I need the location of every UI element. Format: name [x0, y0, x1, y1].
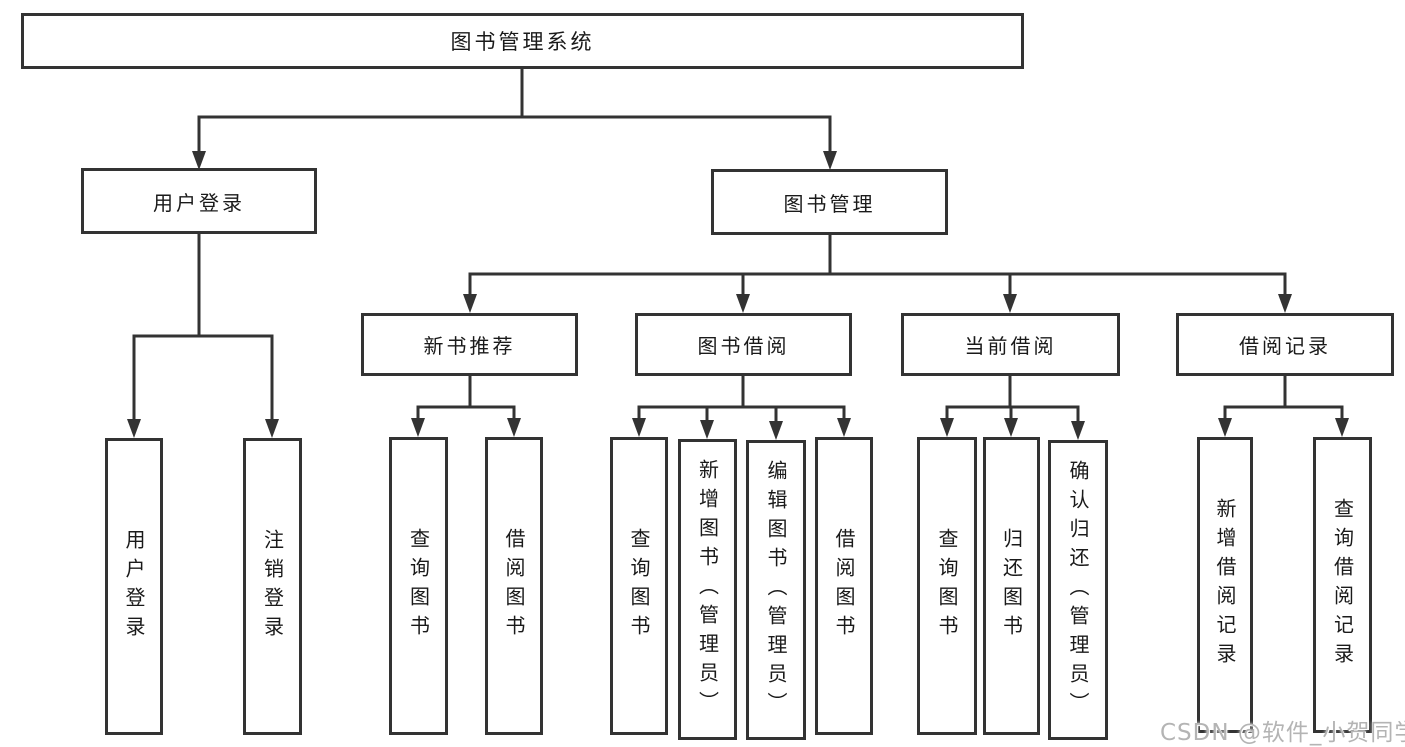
node-current-borrow-label: 当前借阅	[964, 334, 1057, 358]
node-book-borrow: 图书借阅	[635, 313, 852, 376]
connector-root-to-level1	[197, 69, 832, 155]
connector-new-book-to-leaves	[416, 376, 516, 422]
connector-user-login-to-leaves	[132, 234, 274, 423]
node-new-book-recommend-label: 新书推荐	[423, 334, 516, 358]
leaf-logout-label: 注销登录	[260, 528, 285, 645]
leaf-query-books-3-label: 查询图书	[935, 528, 959, 644]
connector-book-mgmt-to-groups	[468, 235, 1287, 298]
leaf-borrow-books-1: 借阅图书	[485, 437, 543, 735]
leaf-add-borrow-record: 新增借阅记录	[1197, 437, 1253, 733]
leaf-logout: 注销登录	[243, 438, 302, 735]
leaf-confirm-return-admin: 确认归还（管理员）	[1048, 440, 1108, 740]
leaf-query-books-1-label: 查询图书	[406, 528, 431, 644]
leaf-query-books-2-label: 查询图书	[627, 528, 651, 644]
node-book-borrow-label: 图书借阅	[697, 334, 790, 358]
leaf-add-book-admin: 新增图书（管理员）	[678, 439, 737, 740]
node-current-borrow: 当前借阅	[901, 313, 1120, 376]
node-user-login: 用户登录	[81, 168, 317, 234]
node-book-management: 图书管理	[711, 169, 948, 235]
connector-borrow-record-to-leaves	[1223, 376, 1344, 422]
connector-book-borrow-to-leaves	[637, 376, 846, 425]
leaf-return-book: 归还图书	[983, 437, 1040, 735]
node-new-book-recommend: 新书推荐	[361, 313, 578, 376]
leaf-query-borrow-record-label: 查询借阅记录	[1330, 498, 1355, 672]
leaf-borrow-books-2: 借阅图书	[815, 437, 873, 735]
connector-current-borrow-to-leaves	[945, 376, 1080, 425]
leaf-query-books-2: 查询图书	[610, 437, 668, 735]
leaf-return-book-label: 归还图书	[999, 528, 1024, 644]
leaf-query-borrow-record: 查询借阅记录	[1313, 437, 1372, 733]
leaf-query-books-3: 查询图书	[917, 437, 977, 735]
leaf-confirm-return-admin-label: 确认归还（管理员）	[1066, 459, 1090, 721]
connector-paths	[132, 69, 1344, 425]
node-borrow-records-label: 借阅记录	[1239, 334, 1331, 358]
node-borrow-records: 借阅记录	[1176, 313, 1394, 376]
leaf-user-login: 用户登录	[105, 438, 163, 735]
leaf-edit-book-admin-label: 编辑图书（管理员）	[764, 459, 788, 721]
node-root: 图书管理系统	[21, 13, 1024, 69]
csdn-watermark: CSDN @软件_小贺同学	[1160, 720, 1405, 746]
node-book-management-label: 图书管理	[783, 191, 876, 216]
leaf-add-book-admin-label: 新增图书（管理员）	[695, 459, 720, 720]
leaf-user-login-label: 用户登录	[122, 528, 146, 645]
node-root-label: 图书管理系统	[450, 30, 595, 54]
leaf-add-borrow-record-label: 新增借阅记录	[1213, 498, 1237, 672]
leaf-borrow-books-2-label: 借阅图书	[832, 528, 856, 644]
leaf-edit-book-admin: 编辑图书（管理员）	[746, 440, 806, 740]
arrowheads	[127, 151, 1349, 440]
leaf-borrow-books-1-label: 借阅图书	[502, 528, 526, 644]
node-user-login-label: 用户登录	[153, 190, 245, 215]
leaf-query-books-1: 查询图书	[389, 437, 448, 735]
